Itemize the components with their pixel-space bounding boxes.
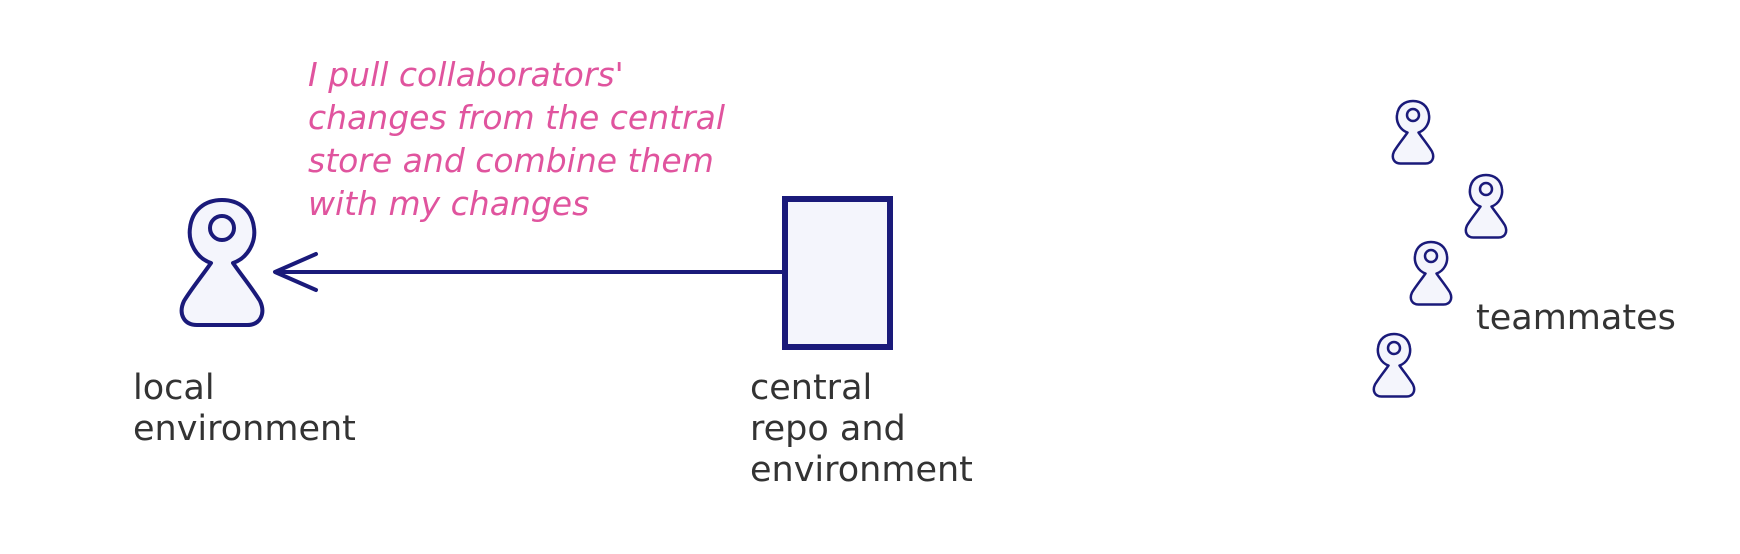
teammate-icon — [1391, 99, 1435, 165]
pull-arrow — [273, 252, 785, 292]
teammate-icon — [1409, 240, 1453, 306]
teammates-label: teammates — [1476, 298, 1676, 338]
teammate-icon — [1464, 173, 1508, 239]
annotation-line: I pull collaborators' — [308, 55, 624, 94]
label-line: environment — [750, 450, 973, 490]
pull-annotation: I pull collaborators' changes from the c… — [308, 53, 725, 225]
local-environment-label: local environment — [133, 368, 356, 450]
annotation-line: store and combine them — [308, 141, 714, 180]
local-user-icon — [179, 198, 265, 327]
annotation-line: changes from the central — [308, 98, 726, 137]
label-line: local — [133, 368, 215, 408]
central-repo-box — [782, 196, 893, 350]
label-line: environment — [133, 409, 356, 449]
label-line: repo and — [750, 409, 906, 449]
central-repo-label: central repo and environment — [750, 368, 973, 491]
annotation-line: with my changes — [308, 184, 590, 223]
label-line: central — [750, 368, 873, 408]
teammate-icon — [1372, 332, 1416, 398]
